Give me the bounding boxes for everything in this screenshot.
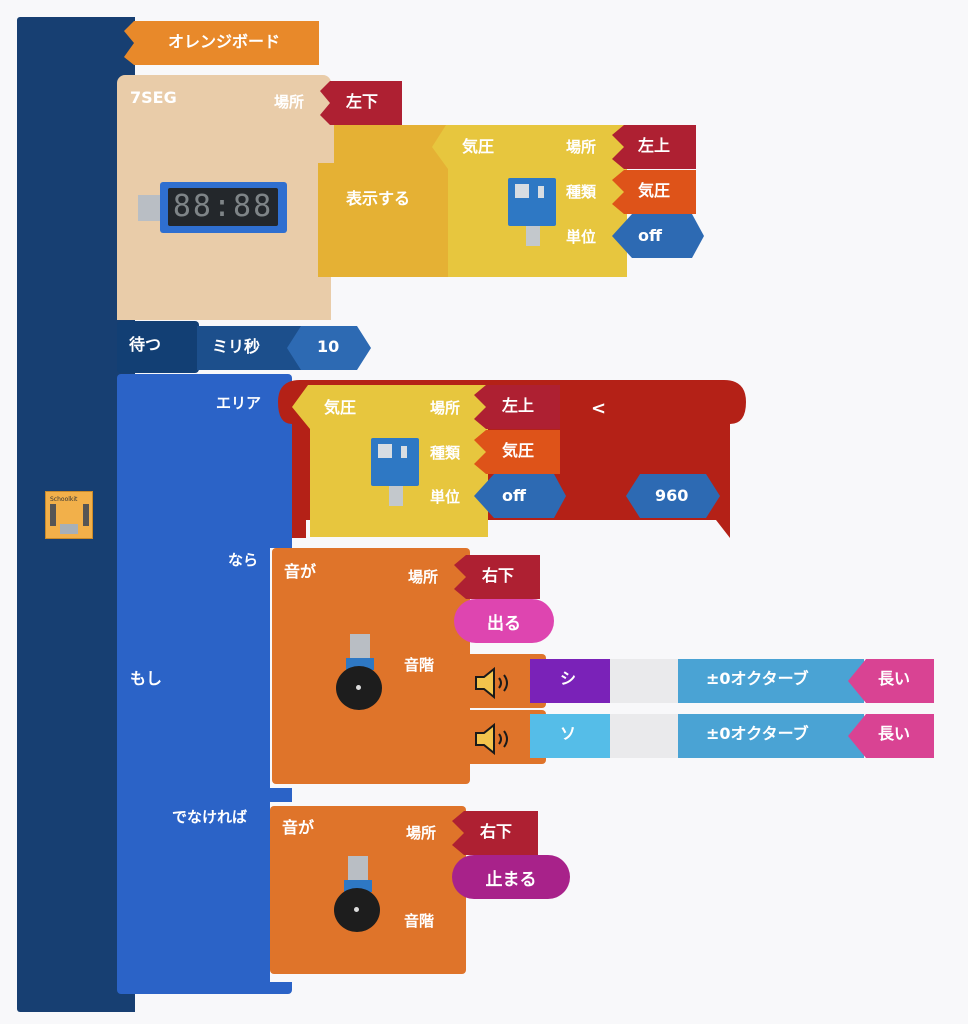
compare-right-value: 960 <box>655 486 689 505</box>
sound-then-title: 音が <box>284 562 317 581</box>
length-value-2: 長い <box>878 724 911 743</box>
wait-value: 10 <box>317 337 340 356</box>
main-block-header[interactable] <box>122 21 322 67</box>
length-value-1: 長い <box>878 669 911 688</box>
compare-pressure-sensor-icon <box>371 438 419 506</box>
orange-board-caption: Schoolkit <box>50 496 78 503</box>
sound-then-place-value: 右下 <box>482 566 515 585</box>
note-spacer-1 <box>610 659 682 703</box>
orange-board-icon: Schoolkit <box>45 491 93 539</box>
length-dropdown-1[interactable] <box>848 659 934 703</box>
wait-label: 待つ <box>129 335 162 354</box>
seg-sensor-place-label: 場所 <box>566 138 597 156</box>
sound-then-place-dropdown[interactable] <box>454 555 540 599</box>
seven-seg-digits: 88:88 <box>168 188 278 226</box>
seg-sensor-unit-dropdown[interactable] <box>612 214 704 258</box>
sound-else-title: 音が <box>282 818 315 837</box>
pressure-sensor-icon <box>508 178 556 246</box>
display-action-block[interactable] <box>318 125 450 277</box>
main-block-title: オレンジボード <box>168 32 281 51</box>
compare-sensor-unit-value: off <box>502 486 526 505</box>
compare-sensor-type-value: 気圧 <box>502 441 535 460</box>
compare-sensor-unit-dropdown[interactable] <box>474 474 566 518</box>
seg-sensor-type-dropdown[interactable] <box>612 170 696 214</box>
wait-block[interactable] <box>117 321 199 373</box>
speaker-icon <box>336 634 386 712</box>
seg-place-value: 左下 <box>346 92 379 111</box>
seven-seg-display: 88:88 <box>160 182 287 233</box>
sound-then-action[interactable]: 出る <box>454 599 554 643</box>
if-area-label: エリア <box>216 394 262 412</box>
seg-place-dropdown[interactable] <box>320 81 404 125</box>
compare-operator: < <box>591 398 607 419</box>
sound-else-action-label: 止まる <box>485 869 537 890</box>
seg-sensor-type-value: 気圧 <box>638 181 671 200</box>
note-spacer-2 <box>610 714 682 758</box>
compare-sensor-place-label: 場所 <box>430 399 461 417</box>
compare-sensor-place-dropdown[interactable] <box>474 385 560 429</box>
seg-place-label: 場所 <box>274 93 305 111</box>
sound-else-place-label: 場所 <box>406 824 437 842</box>
if-label: もし <box>130 669 163 688</box>
display-action-label: 表示する <box>346 189 411 208</box>
seg-sensor-unit-value: off <box>638 226 662 245</box>
sound-then-scale-label: 音階 <box>404 656 435 674</box>
speaker-else-icon <box>334 856 384 934</box>
sound-else-place-value: 右下 <box>480 822 513 841</box>
octave-dropdown-2[interactable] <box>678 714 864 758</box>
wait-unit: ミリ秒 <box>212 337 261 356</box>
compare-sensor-type-dropdown[interactable] <box>474 430 560 474</box>
octave-value-1: ±0オクターブ <box>706 669 809 688</box>
wait-unit-dropdown[interactable] <box>197 326 305 370</box>
sound-else-action[interactable]: 止まる <box>452 855 570 899</box>
compare-right-input[interactable] <box>626 474 720 518</box>
seg-sensor-unit-label: 単位 <box>566 228 597 246</box>
note-value-2: ソ <box>560 724 577 743</box>
note-dropdown-2[interactable] <box>530 714 612 758</box>
sound-then-action-label: 出る <box>487 613 521 634</box>
seg-sensor-type-label: 種類 <box>566 183 597 201</box>
compare-sensor-type-label: 種類 <box>430 444 461 462</box>
note-connector-1 <box>596 664 610 698</box>
if-else-label: でなければ <box>172 808 248 826</box>
seven-seg-icon <box>138 195 164 221</box>
note-speaker-icon-1 <box>475 666 508 700</box>
compare-sensor-title: 気圧 <box>324 398 357 417</box>
compare-sensor-unit-label: 単位 <box>430 488 461 506</box>
note-value-1: シ <box>560 669 577 688</box>
wait-value-input[interactable] <box>287 326 371 370</box>
seg-block-title: 7SEG <box>130 88 177 107</box>
sound-then-place-label: 場所 <box>408 568 439 586</box>
length-dropdown-2[interactable] <box>848 714 934 758</box>
sound-else-place-dropdown[interactable] <box>452 811 538 855</box>
seg-sensor-place-dropdown[interactable] <box>612 125 696 169</box>
seg-sensor-place-value: 左上 <box>638 136 671 155</box>
octave-value-2: ±0オクターブ <box>706 724 809 743</box>
seg-sensor-title: 気圧 <box>462 137 495 156</box>
sound-else-scale-label: 音階 <box>404 912 435 930</box>
octave-dropdown-1[interactable] <box>678 659 864 703</box>
display-notch <box>318 125 334 163</box>
note-speaker-icon-2 <box>475 722 508 756</box>
if-block[interactable] <box>117 374 292 994</box>
compare-sensor-place-value: 左上 <box>502 396 535 415</box>
if-then-label: なら <box>228 551 259 569</box>
